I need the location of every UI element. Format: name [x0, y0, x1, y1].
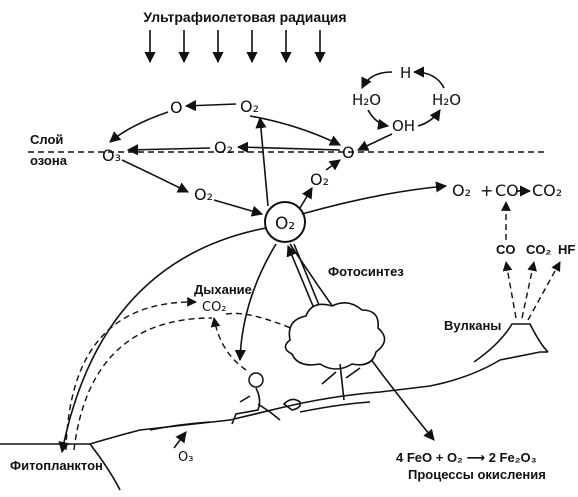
ozone-layer-label-1: Слой	[30, 132, 63, 147]
central-oxygen-label: O₂	[275, 214, 295, 234]
atomic-oxygen-right: O	[342, 143, 355, 162]
eq-co: CO	[495, 181, 519, 200]
uv-radiation-label: Ультрафиолетовая радиация	[143, 9, 346, 25]
arrow-ground-ozone	[174, 432, 186, 448]
eq-co2: CO₂	[532, 181, 562, 200]
oxygen-mid: O₂	[214, 138, 233, 157]
arrow-phytoplankton-to-co2	[66, 302, 196, 450]
volcano-co2: CO₂	[526, 242, 552, 257]
arrow-o2-right-to-o	[326, 160, 340, 170]
arrow-o2-to-o	[186, 104, 236, 106]
arrow-o3-to-o2	[122, 160, 188, 192]
volcano-co: CO	[496, 242, 516, 257]
arrow-center-to-o2-top	[260, 118, 268, 206]
arrow-oh-to-h2o	[418, 110, 440, 126]
arrow-o2-to-o3	[128, 148, 210, 150]
water-left: H₂O	[352, 91, 381, 109]
tree-drawing	[285, 303, 384, 400]
oxygen-left-low: O₂	[194, 185, 213, 204]
arrow-oh-to-o	[358, 134, 392, 150]
respiration-label: Дыхание	[194, 282, 252, 297]
atomic-oxygen-top: O	[170, 98, 183, 117]
hydrogen-label: H	[400, 64, 411, 82]
arrow-h-to-h2o	[362, 72, 392, 88]
eq-oxygen: O₂	[452, 181, 471, 200]
arrow-o-to-o3	[110, 112, 168, 142]
oxygen-right: O₂	[310, 170, 329, 189]
arrow-center-to-person	[240, 244, 276, 360]
arrow-center-to-o2-right	[300, 188, 312, 208]
arrow-h2o-to-oh	[368, 110, 388, 126]
ground-surface	[0, 352, 548, 444]
water-right: H₂O	[432, 91, 461, 109]
uv-arrows	[150, 30, 320, 62]
oxygen-top: O₂	[240, 97, 259, 116]
arrow-volcano-to-co2	[522, 262, 534, 318]
arrow-o2-to-o-right	[250, 116, 340, 145]
arrow-h2o-to-h	[414, 72, 444, 88]
eq-plus: +	[480, 181, 493, 200]
arrow-o2-to-center	[214, 200, 262, 214]
respiration-co2: CO₂	[202, 300, 227, 315]
arrow-co2-to-tree	[226, 313, 300, 332]
arrow-volcano-to-hf	[528, 262, 560, 320]
ozone-label: O₃	[102, 146, 121, 165]
ground-ozone: O₃	[178, 450, 193, 465]
ozone-layer-label-2: озона	[30, 153, 68, 168]
phytoplankton-label: Фитопланктон	[10, 458, 103, 473]
oxidation-label: Процессы окисления	[408, 467, 546, 482]
arrow-center-to-eq	[302, 186, 446, 214]
volcanoes-label: Вулканы	[444, 318, 501, 333]
oxidation-equation: 4 FeO + O₂ ⟶ 2 Fe₂O₃	[396, 450, 537, 465]
photosynthesis-label: Фотосинтез	[328, 264, 404, 279]
volcano-hf: HF	[558, 242, 575, 257]
arrow-volcano-to-co	[506, 262, 516, 318]
hydroxyl-label: OH	[392, 117, 415, 135]
arrow-o-to-o2-mid	[238, 147, 340, 150]
